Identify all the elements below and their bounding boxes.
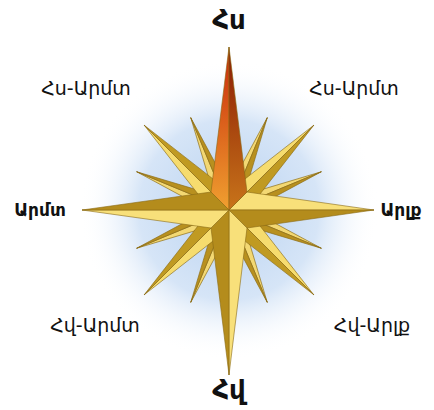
northeast-label: Հս-Արմտ (309, 78, 399, 99)
northwest-label: Հս-Արմտ (41, 78, 131, 99)
west-label: Արմտ (14, 201, 66, 220)
southwest-label: Հվ-Արմտ (50, 315, 140, 336)
south-label: Հվ (212, 376, 246, 405)
east-label: Արլք (380, 201, 421, 220)
north-label: Հս (212, 6, 246, 35)
southeast-label: Հվ-Արլք (334, 315, 410, 336)
